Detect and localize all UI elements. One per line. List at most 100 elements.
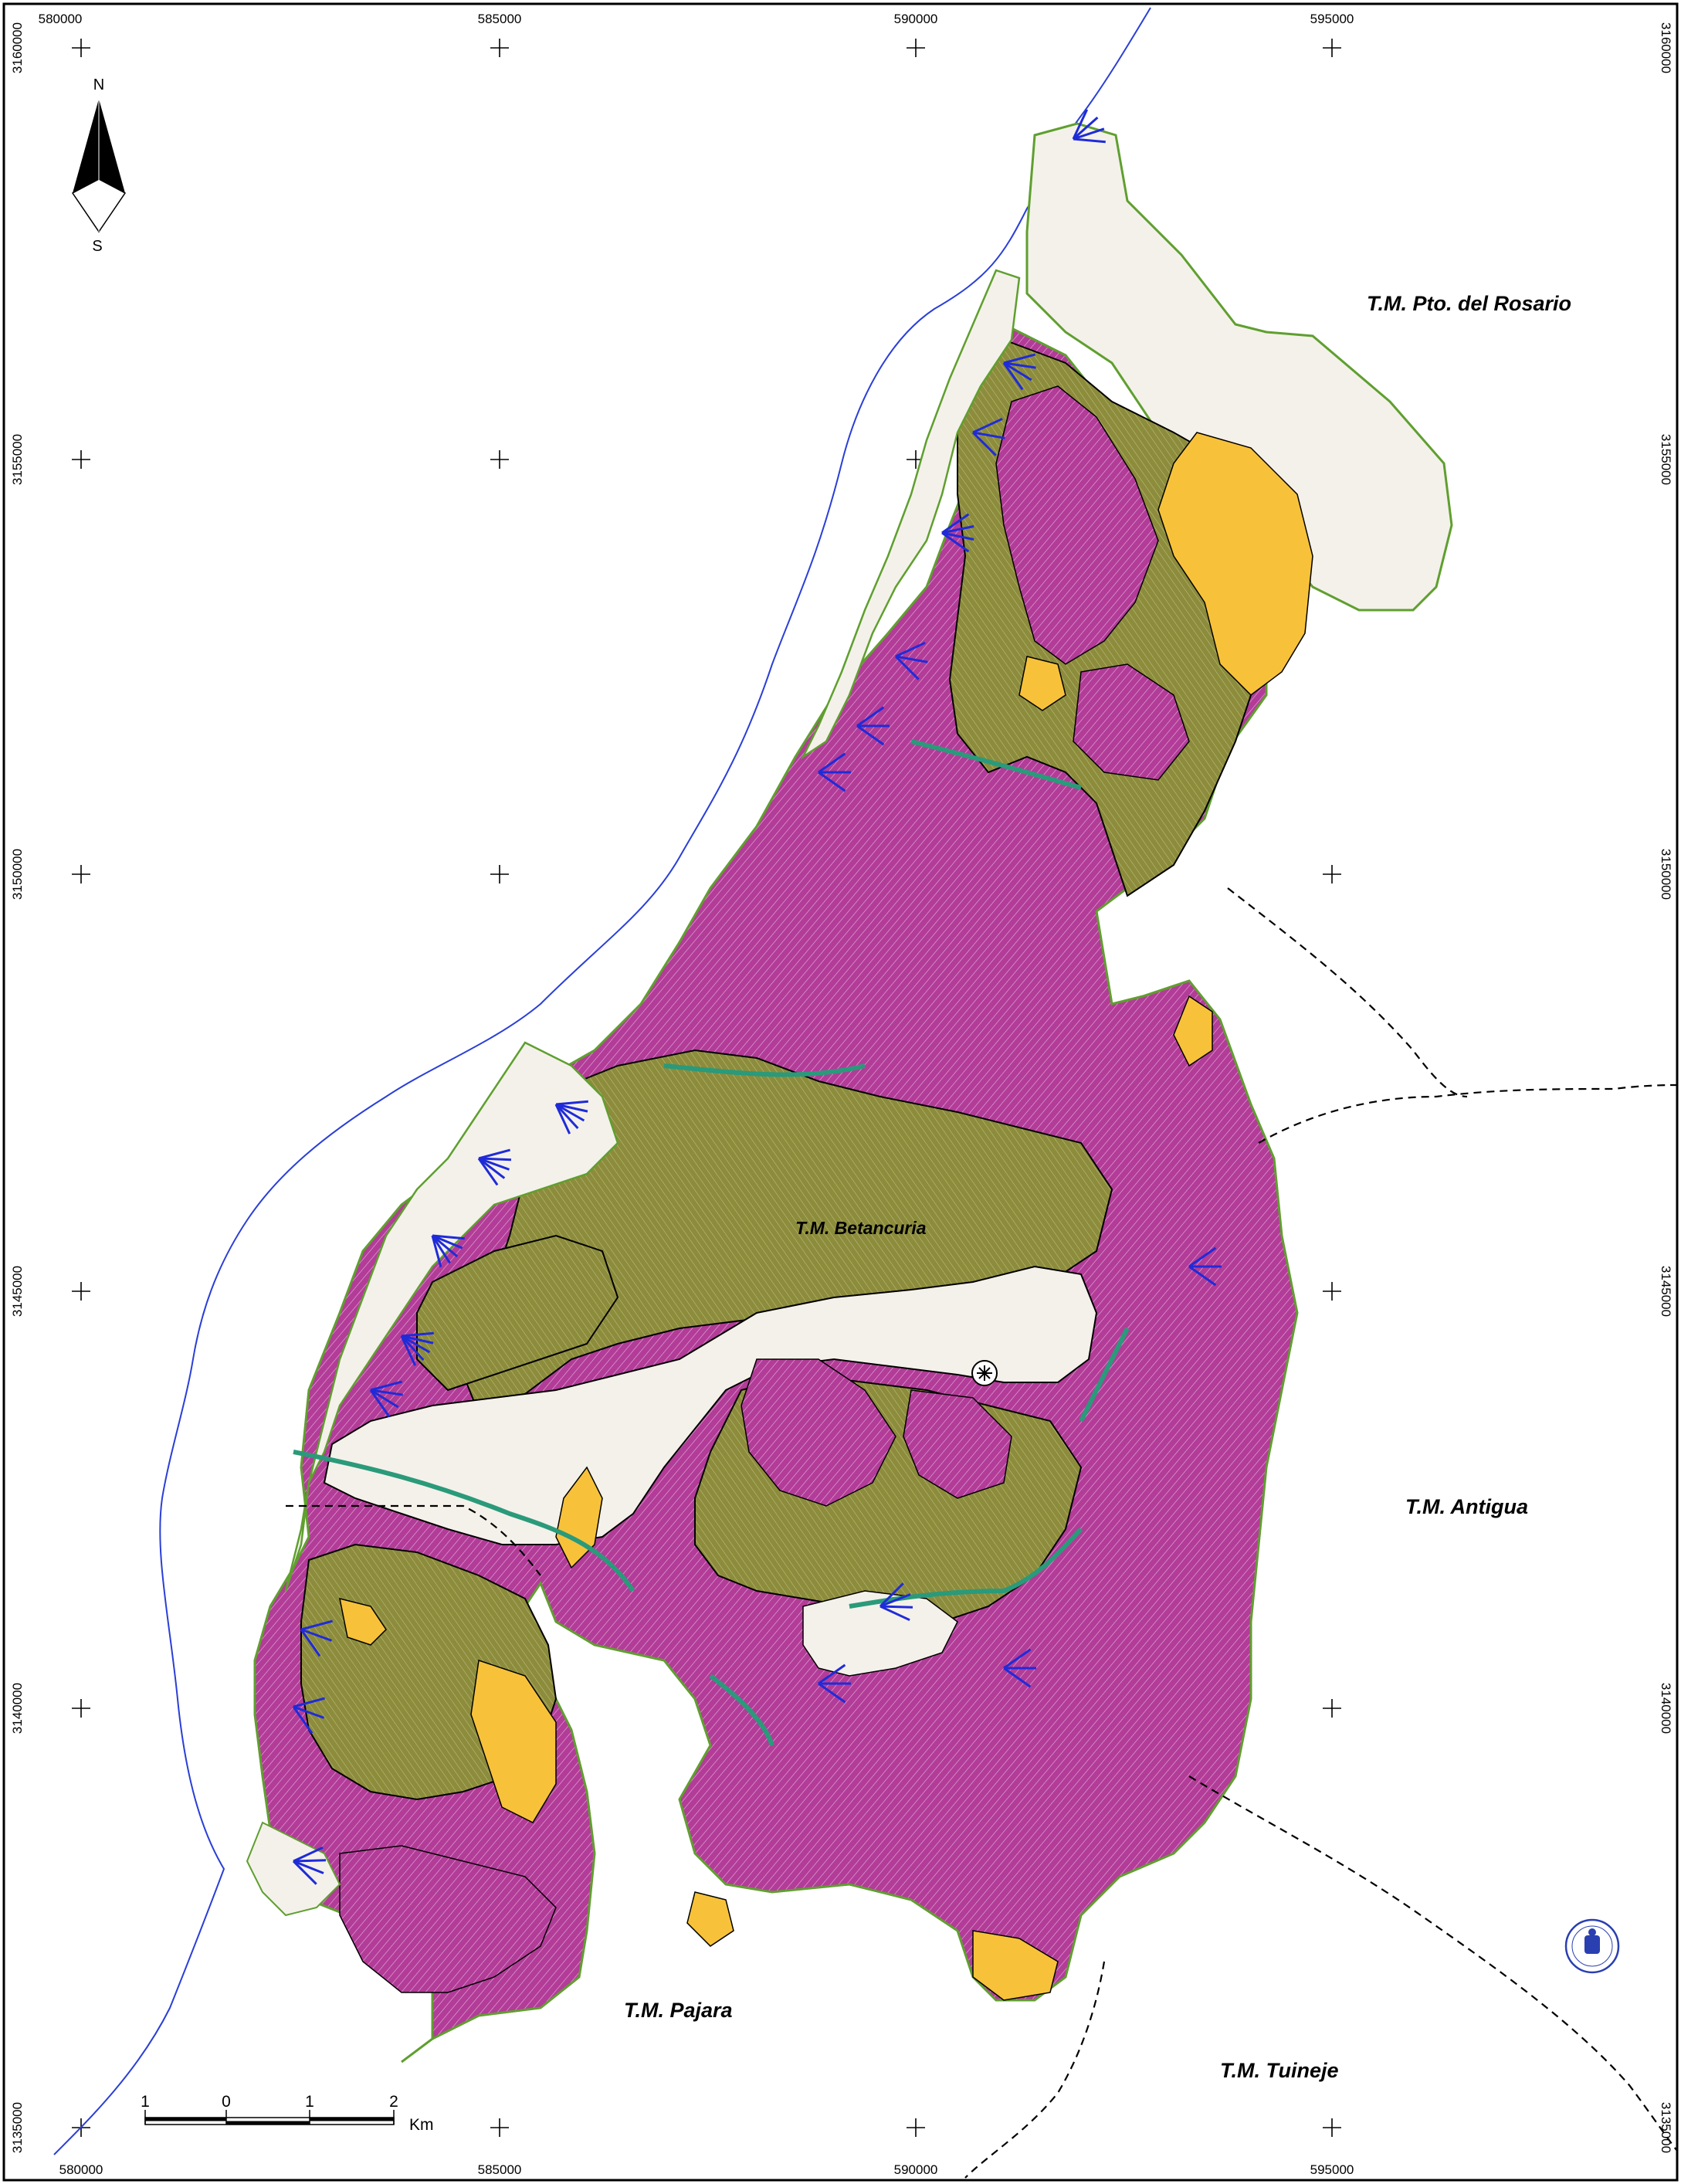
grid-cross xyxy=(490,865,509,883)
scarp-arrow xyxy=(292,1860,317,1885)
scarp-arrow xyxy=(370,1389,403,1396)
scarp-arrow xyxy=(879,1605,913,1609)
coord-left-3135000: 3135000 xyxy=(10,2102,25,2153)
coord-top-585000: 585000 xyxy=(478,12,522,26)
scarp-arrow xyxy=(818,1682,846,1704)
scarp-arrow xyxy=(293,1697,325,1708)
scarp-arrow xyxy=(300,1619,333,1631)
river-line xyxy=(53,7,1151,2155)
coord-left-3140000: 3140000 xyxy=(10,1683,25,1734)
sw-yellow-patch xyxy=(470,1660,557,1823)
coord-top-580000: 580000 xyxy=(39,12,83,26)
central-white-valley xyxy=(323,1265,1098,1545)
coord-left-3155000: 3155000 xyxy=(10,434,25,485)
north-yellow-patch xyxy=(1157,432,1313,696)
coord-left-3160000: 3160000 xyxy=(10,22,25,73)
scarp-arrow xyxy=(972,417,1003,434)
scarp-arrow xyxy=(1073,127,1105,141)
municipality-region xyxy=(246,122,1453,2064)
scarp-arrow xyxy=(1003,353,1035,365)
scarp-arrow xyxy=(1003,361,1032,382)
scarp-arrow xyxy=(431,1235,442,1267)
scarp-arrow xyxy=(370,1380,402,1392)
grid-cross xyxy=(72,1282,90,1301)
coord-bottom-580000: 580000 xyxy=(59,2162,103,2177)
grid-cross xyxy=(1323,865,1341,883)
scarp-arrow xyxy=(1073,137,1106,144)
teal-channels xyxy=(293,739,1130,1746)
scarp-arrow xyxy=(555,1103,585,1122)
scarp-arrow xyxy=(879,1605,910,1622)
grid-cross xyxy=(72,865,90,883)
scarp-arrow xyxy=(1003,361,1036,369)
grid-cross xyxy=(907,2118,925,2137)
scarp-arrow xyxy=(818,1663,846,1685)
scarp-arrow xyxy=(1002,362,1024,391)
scarp-arrow xyxy=(555,1103,588,1113)
scale-tick-1: 1 xyxy=(141,2093,150,2111)
coord-bottom-590000: 590000 xyxy=(894,2162,938,2177)
north-magenta-patch-2 xyxy=(1073,663,1190,781)
scarp-arrow xyxy=(971,431,997,456)
scale-tick-1b: 1 xyxy=(305,2093,314,2111)
scarp-arrow xyxy=(432,1234,463,1250)
north-arrow: N S xyxy=(71,76,127,255)
scarp-arrow xyxy=(555,1100,588,1106)
scarp-arrow xyxy=(478,1148,510,1160)
south-label: S xyxy=(92,238,102,255)
scarp-arrow xyxy=(369,1389,391,1418)
scale-bar: 1 0 1 2 Km xyxy=(141,2093,433,2134)
label-pto-rosario: T.M. Pto. del Rosario xyxy=(1367,292,1571,315)
scarp-arrow xyxy=(895,641,926,658)
scarp-arrow xyxy=(972,431,1005,439)
scarp-arrow xyxy=(431,1235,451,1264)
municipal-boundaries xyxy=(285,887,1678,2179)
scarp-arrow xyxy=(1073,116,1099,141)
scarp-arrow xyxy=(478,1157,510,1171)
grid-cross xyxy=(1323,1282,1341,1301)
scarp-arrow xyxy=(300,1629,321,1657)
northern-white-lobe xyxy=(1025,122,1453,612)
scale-unit: Km xyxy=(409,2116,434,2134)
label-antigua: T.M. Antigua xyxy=(1405,1495,1528,1518)
label-tuineje: T.M. Tuineje xyxy=(1220,2059,1339,2082)
scarp-arrow xyxy=(941,525,974,534)
canarias-seal-icon xyxy=(1564,1918,1620,1974)
sw-magenta-patch xyxy=(339,1845,557,1993)
coord-right-3140000: 3140000 xyxy=(1659,1683,1673,1734)
label-betancuria: T.M. Betancuria xyxy=(795,1218,927,1238)
scarp-arrow xyxy=(478,1157,512,1162)
coord-top-595000: 595000 xyxy=(1310,12,1354,26)
coord-left-3145000: 3145000 xyxy=(10,1266,25,1317)
scarp-arrow xyxy=(432,1234,465,1240)
sw-yellow-patch-2 xyxy=(339,1597,387,1646)
grid-cross xyxy=(1323,2118,1341,2137)
scarp-arrow xyxy=(818,771,846,792)
grid-cross xyxy=(490,2118,509,2137)
scarp-arrow xyxy=(554,1103,579,1130)
grid-cross xyxy=(72,39,90,57)
north-label: N xyxy=(93,76,104,93)
scarp-arrow xyxy=(293,1705,325,1719)
se-yellow-patch-2 xyxy=(686,1891,734,1947)
scarp-arrow xyxy=(432,1234,459,1258)
scarp-arrow xyxy=(478,1157,506,1179)
scarp-arrow xyxy=(1188,1265,1217,1287)
label-pajara: T.M. Pajara xyxy=(624,1999,733,2022)
scarp-arrow xyxy=(879,1593,911,1608)
scarp-arrow xyxy=(293,1859,327,1863)
scarp-arrow xyxy=(370,1389,399,1409)
grid-cross xyxy=(1323,39,1341,57)
coord-top-590000: 590000 xyxy=(894,12,938,26)
scarp-arrow xyxy=(879,1582,904,1608)
grid-cross xyxy=(72,450,90,469)
scarp-arrow xyxy=(400,1334,425,1362)
coord-bottom-595000: 595000 xyxy=(1310,2162,1354,2177)
scarp-arrow xyxy=(856,724,885,746)
coord-right-3155000: 3155000 xyxy=(1659,434,1673,485)
scarp-arrow xyxy=(292,1706,313,1735)
scarp-arrow xyxy=(293,1846,324,1863)
scarp-arrow xyxy=(400,1335,417,1366)
coord-right-3160000: 3160000 xyxy=(1659,22,1673,73)
